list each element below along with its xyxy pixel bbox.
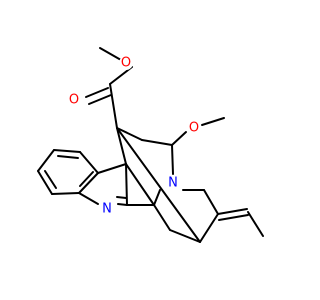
bond-c6-n4 [171, 144, 174, 175]
ester-carbonyl-oxygen-label: O [69, 93, 79, 108]
bond-inner-c11-c12 [44, 170, 57, 189]
bond-c20-c19-double-a [217, 208, 248, 215]
bond-n1-c13 [78, 192, 99, 205]
bond-c2-n1-double-b [116, 196, 127, 199]
bond-c10-c11 [37, 149, 55, 172]
amine-nitrogen: N [166, 176, 180, 191]
bond-c3-c7 [125, 163, 155, 206]
methoxy-oxygen: O [187, 121, 201, 136]
bond-inner-c13-c8 [79, 171, 94, 187]
bond-c5-c6 [141, 139, 173, 146]
bond-n4-c3 [153, 189, 161, 206]
ester-ether-oxygen-label: O [121, 56, 131, 71]
bonds [37, 47, 264, 243]
bond-c8-c9 [79, 151, 99, 174]
bond-c2-c7 [125, 163, 128, 206]
bond-c15-c14 [169, 229, 201, 243]
bond-ome-o-methyl [201, 117, 225, 126]
ester-ether-oxygen: O [119, 56, 133, 71]
methoxy-oxygen-label: O [189, 121, 199, 136]
bond-c16-c15 [116, 127, 201, 243]
bond-c20-c15 [199, 213, 219, 243]
imine-nitrogen-label: N [102, 202, 112, 217]
structure-diagram: O O O N N [37, 47, 264, 243]
bond-c16-c5 [116, 127, 143, 141]
bond-c8-c13 [78, 172, 99, 194]
imine-nitrogen: N [100, 202, 114, 217]
bond-c16-c7 [116, 127, 127, 165]
bond-c9-c10 [53, 149, 81, 153]
amine-nitrogen-label: N [168, 176, 178, 191]
bond-c6-ome-o [171, 131, 187, 146]
bond-carbonyl-double-b [88, 94, 112, 105]
bond-inner-c9-c10 [57, 155, 79, 159]
bond-oether-carbonylc [109, 66, 133, 85]
bond-c12-c13 [51, 192, 80, 195]
bond-carbonyl-double-a [85, 87, 109, 98]
bond-c11-c12 [37, 170, 53, 195]
bond-c19-c18 [247, 211, 264, 237]
bond-c20-c19-double-b [218, 214, 249, 221]
bond-c14-c3 [153, 204, 171, 231]
ester-carbonyl-oxygen: O [67, 93, 81, 108]
atom-labels: O O O N N [67, 56, 201, 217]
bond-methyl-oether [99, 47, 122, 61]
bond-c7-c8 [97, 163, 127, 174]
bond-carbonylc-c16 [109, 83, 118, 129]
bond-c2-n1-double-a [117, 203, 128, 206]
bond-c21-c20 [203, 189, 219, 215]
